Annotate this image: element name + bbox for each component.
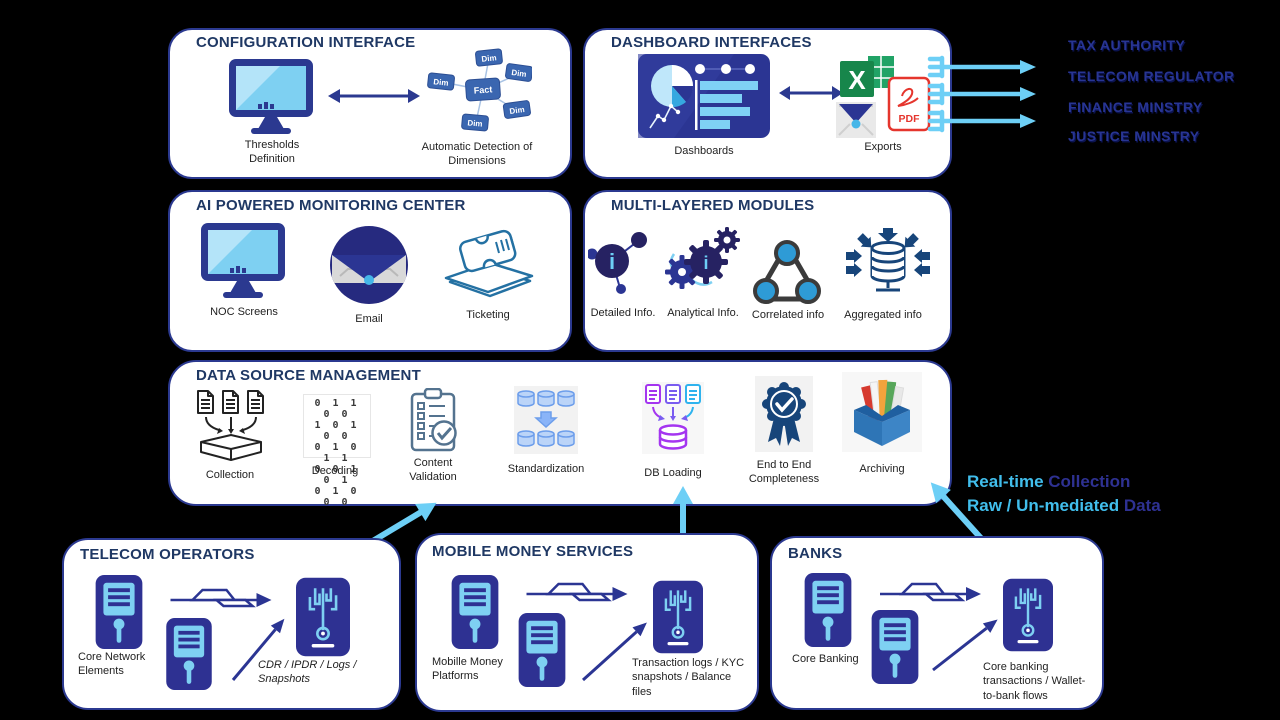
star-schema-icon: Dim Dim Dim Dim Dim Fact <box>427 48 532 132</box>
configuration-interface-title: CONFIGURATION INTERFACE <box>196 34 416 51</box>
aggregated-info-icon <box>846 228 930 292</box>
recipient-tax-authority: TAX AUTHORITY <box>1068 37 1186 53</box>
server-icon <box>804 573 852 647</box>
card-data-source-management <box>168 360 952 506</box>
archiving-icon <box>842 372 922 452</box>
correlated-info-label: Correlated info <box>751 309 825 321</box>
email-label: Email <box>355 313 383 325</box>
svg-text:Dim: Dim <box>481 53 497 64</box>
diagonal-arrow-icon <box>581 622 647 682</box>
analytical-info-label: Analytical Info. <box>667 307 739 319</box>
end-to-end-completeness-icon <box>755 376 813 452</box>
flow-arrow-icon <box>880 582 981 602</box>
pdf-icon: PDF <box>887 76 931 132</box>
recipient-justice-minstry: JUSTICE MINSTRY <box>1068 128 1200 144</box>
analytical-info-icon: i <box>665 227 740 289</box>
svg-text:Dim: Dim <box>433 77 449 88</box>
realtime-annotation-line2: Raw / Un-mediated Data <box>967 496 1161 515</box>
ticketing-icon <box>444 229 534 298</box>
realtime-annotation-line1: Real-time Collection <box>967 472 1131 491</box>
collection-label: Collection <box>205 469 255 481</box>
diagonal-arrow-icon <box>231 618 285 681</box>
monitor-icon <box>229 59 313 134</box>
server-icon <box>871 610 919 684</box>
dashboards-label: Dashboards <box>674 145 734 157</box>
tower-icon <box>653 580 703 654</box>
core-banking-transactions-label: Core banking transactions / Wallet-to-ba… <box>983 661 1086 702</box>
multi-layered-title: MULTI-LAYERED MODULES <box>611 197 815 214</box>
svg-text:Dim: Dim <box>509 105 525 116</box>
mobile-money-platforms-label: Mobille Money Platforms <box>432 656 503 683</box>
detailed-info-label: Detailed Info. <box>590 307 656 319</box>
db-loading-label: DB Loading <box>644 467 702 479</box>
core-banking-label: Core Banking <box>792 653 859 665</box>
tower-icon <box>1003 578 1053 652</box>
collection-icon <box>197 390 264 461</box>
double-arrow-icon <box>328 89 420 103</box>
recipient-telecom-regulator: TELECOM REGULATOR <box>1068 68 1235 84</box>
flow-arrow-icon <box>526 582 628 602</box>
content-validation-icon <box>410 388 457 452</box>
svg-text:i: i <box>609 249 615 274</box>
exports-label: Exports <box>864 141 902 153</box>
end-to-end-label: End to End Completeness <box>748 459 820 486</box>
ticketing-label: Ticketing <box>466 309 510 321</box>
db-loading-icon <box>642 382 704 454</box>
funnel-icon <box>836 102 876 138</box>
banks-title: BANKS <box>788 545 843 562</box>
svg-text:X: X <box>848 65 866 95</box>
telecom-operators-title: TELECOM OPERATORS <box>80 546 255 563</box>
standardization-label: Standardization <box>507 463 585 475</box>
svg-text:PDF: PDF <box>899 113 921 125</box>
decoding-label: Decoding <box>311 465 359 477</box>
core-network-elements-label: Core Network Elements <box>78 651 146 678</box>
server-icon <box>451 575 499 649</box>
feed-arrow-icon <box>927 82 1036 106</box>
noc-screens-label: NOC Screens <box>210 306 278 318</box>
feed-arrow-icon <box>927 109 1036 133</box>
server-icon <box>95 575 143 649</box>
feed-arrow-icon <box>927 55 1036 79</box>
ai-monitoring-title: AI POWERED MONITORING CENTER <box>196 197 466 214</box>
svg-text:Dim: Dim <box>511 68 527 79</box>
data-source-management-title: DATA SOURCE MANAGEMENT <box>196 367 421 384</box>
flow-arrow-icon <box>170 588 272 608</box>
email-icon <box>330 226 408 304</box>
excel-icon: X <box>840 56 894 97</box>
dashboard-interfaces-title: DASHBOARD INTERFACES <box>611 34 812 51</box>
cdr-ipdr-label: CDR / IPDR / Logs / Snapshots <box>258 659 357 686</box>
diagonal-arrow-icon <box>932 619 998 672</box>
dashboard-icon <box>638 54 770 138</box>
svg-text:Dim: Dim <box>467 118 483 128</box>
correlated-info-icon <box>753 240 821 304</box>
recipient-finance-minstry: FINANCE MINSTRY <box>1068 99 1203 115</box>
svg-text:Fact: Fact <box>473 84 492 95</box>
monitor-icon <box>201 223 285 298</box>
detailed-info-icon: i <box>588 232 647 294</box>
auto-detection-label: Automatic Detection of Dimensions <box>421 141 533 168</box>
decoding-icon: 0 1 1 0 0 1 0 1 0 0 0 1 0 1 1 0 0 1 0 1 … <box>303 394 371 508</box>
svg-text:i: i <box>703 253 708 273</box>
server-icon <box>166 618 212 690</box>
mobile-money-title: MOBILE MONEY SERVICES <box>432 543 634 560</box>
standardization-icon <box>514 386 578 454</box>
aggregated-info-label: Aggregated info <box>844 309 922 321</box>
double-arrow-icon <box>779 86 843 100</box>
transaction-logs-label: Transaction logs / KYC snapshots / Balan… <box>632 657 745 698</box>
thresholds-definition-label: Thresholds Definition <box>244 139 300 166</box>
server-icon <box>518 613 566 687</box>
exports-icons: X PDF <box>836 56 931 138</box>
archiving-label: Archiving <box>859 463 905 475</box>
tower-icon <box>296 577 350 657</box>
content-validation-label: Content Validation <box>409 457 457 484</box>
